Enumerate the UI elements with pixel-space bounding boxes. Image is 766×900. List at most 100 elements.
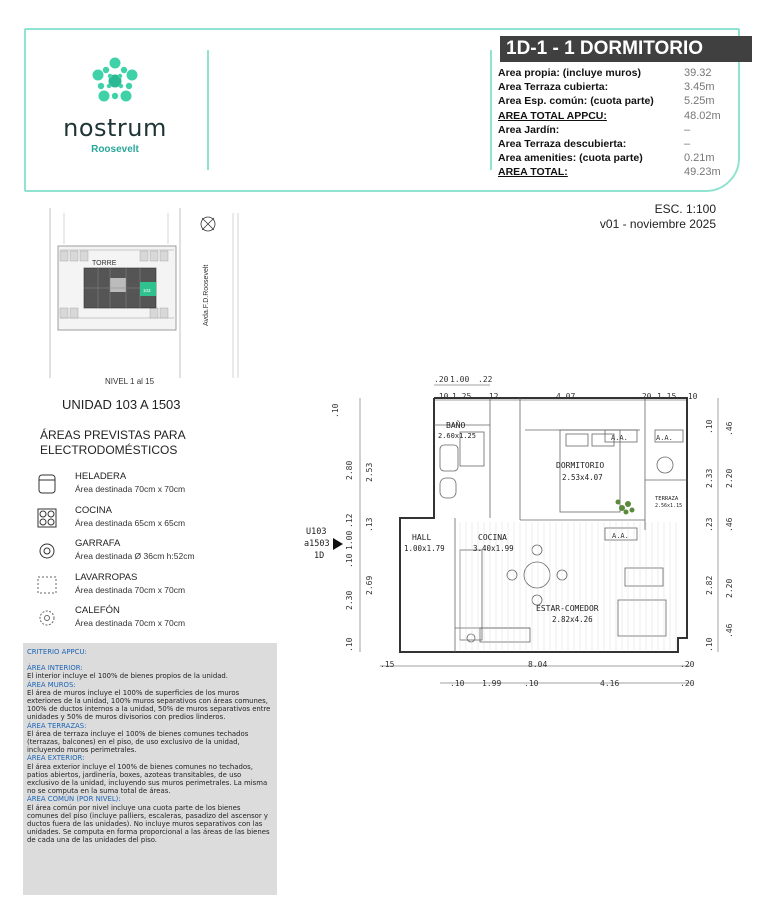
- entrance-arrow-icon: [333, 538, 343, 550]
- keyplan-torre-label: TORRE: [92, 260, 117, 267]
- dimension-label: .10: [524, 679, 539, 688]
- area-label: Area Esp. común: (cuota parte): [498, 95, 654, 108]
- aa-label: A.A.: [656, 434, 673, 442]
- area-row: Area Esp. común: (cuota parte) 5.25m: [498, 95, 738, 109]
- criteria-heading: ÁREA COMÚN (POR NIVEL):: [27, 795, 121, 804]
- dimension-label: 1.00: [345, 531, 354, 550]
- heater-icon: [36, 607, 58, 629]
- dimension-label: 2.30: [345, 591, 354, 610]
- dimension-label: .23: [705, 517, 714, 532]
- version-label: v01 - noviembre 2025: [599, 217, 716, 231]
- dimension-label: .10: [705, 419, 714, 434]
- area-label: AREA TOTAL:: [498, 166, 568, 179]
- keyplan-unit-tag: 103: [143, 288, 151, 293]
- scale-block: ESC. 1:100 v01 - noviembre 2025: [600, 202, 716, 232]
- room-name: BAÑO: [446, 420, 465, 430]
- area-row: Area amenities: (cuota parte)0.21m: [498, 152, 738, 166]
- dimension-label: 1.99: [482, 679, 501, 688]
- criteria-heading: ÁREA TERRAZAS:: [27, 721, 87, 730]
- dimension-label: .13: [365, 517, 374, 532]
- area-row: Area Terraza descubierta: –: [498, 138, 738, 152]
- area-label: Area Terraza descubierta:: [498, 137, 627, 150]
- dimension-label: 2.20: [725, 469, 734, 488]
- plant-icon: [615, 499, 635, 515]
- dimension-label: 2.53: [365, 463, 374, 482]
- header-divider: [490, 50, 492, 170]
- dimension-label: .20: [637, 392, 652, 401]
- brand-logo: nostrum Roosevelt: [40, 52, 190, 162]
- area-row: Area Jardín:–: [498, 124, 738, 138]
- room-dims: 2.60x1.25: [438, 432, 476, 440]
- area-value: –: [684, 137, 691, 150]
- area-value: 5.25m: [684, 95, 715, 108]
- criteria-heading: ÁREA INTERIOR:: [27, 664, 83, 673]
- room-name: COCINA: [478, 533, 507, 542]
- room-dims: 2.53x4.07: [562, 473, 603, 482]
- criteria-text: El interior incluye el 100% de bienes pr…: [27, 672, 228, 681]
- unit-ref: a1503: [304, 539, 330, 549]
- unit-title: 1D-1 - 1 DORMITORIO: [500, 36, 752, 62]
- floor-plan: A.A. A.A. A.A. BAÑO 2.60x1.25 DORMITORIO…: [300, 370, 750, 690]
- header-divider: [207, 50, 209, 170]
- area-value: 49.23m: [684, 166, 721, 179]
- area-value: 39.32: [684, 67, 712, 79]
- washer-icon: [36, 574, 58, 596]
- criteria-heading: ÁREA MUROS:: [27, 680, 76, 689]
- street-label: Avda.F.D.Roosevelt: [203, 265, 210, 326]
- fridge-icon: [36, 473, 58, 495]
- aa-label: A.A.: [612, 532, 629, 540]
- appliance-name: LAVARROPAS: [75, 571, 138, 583]
- brand-name: nostrum: [63, 114, 167, 142]
- gas-cylinder-icon: [36, 540, 58, 562]
- unit-ref: 1D: [314, 551, 324, 561]
- criteria-title: CRITERIO APPCU:: [27, 648, 87, 656]
- dimension-label: 4.16: [600, 679, 619, 688]
- aa-label: A.A.: [611, 434, 628, 442]
- unit-ref: U103: [306, 527, 326, 537]
- dimension-label: .20: [680, 679, 695, 688]
- dimension-label: .12: [345, 513, 354, 528]
- appliance-desc: Área destinada 70cm x 70cm: [75, 618, 186, 628]
- criteria-box: CRITERIO APPCU: ÁREA INTERIOR:El interio…: [23, 643, 277, 895]
- appliances-title-line: ELECTRODOMÉSTICOS: [40, 443, 178, 457]
- dimension-label: 1.25: [452, 392, 471, 401]
- dimension-label: .20: [434, 375, 449, 384]
- dimension-label: .46: [725, 421, 734, 436]
- dimension-label: .10: [331, 403, 340, 418]
- area-value: –: [684, 123, 691, 136]
- room-dims: 2.82x4.26: [552, 615, 593, 624]
- dimension-label: 2.20: [725, 579, 734, 598]
- room-dims: 1.00x1.79: [404, 544, 445, 553]
- appliance-desc: Área destinada 70cm x 70cm: [75, 584, 186, 595]
- appliances-title: ÁREAS PREVISTAS PARA ELECTRODOMÉSTICOS: [40, 428, 210, 458]
- room-name: DORMITORIO: [556, 461, 604, 470]
- dimension-label: 1.15: [657, 392, 676, 401]
- room-name: ESTAR-COMEDOR: [536, 604, 599, 613]
- brand-subtitle: Roosevelt: [91, 144, 139, 155]
- area-row: Area propia: (incluye muros)39.32: [498, 67, 738, 81]
- appliance-name: CALEFÓN: [75, 605, 120, 616]
- appliances-title-line: ÁREAS PREVISTAS PARA: [40, 428, 186, 442]
- dimension-label: .10: [705, 637, 714, 652]
- dimension-label: .10: [434, 392, 449, 401]
- dimension-label: 2.82: [705, 576, 714, 595]
- area-value: 0.21m: [684, 152, 715, 165]
- room-name: TERRAZA: [655, 496, 679, 502]
- logo-icon: [92, 57, 138, 102]
- appliance-desc: Área destinada Ø 36cm h:52cm: [75, 551, 195, 561]
- dimension-label: .15: [380, 660, 395, 669]
- area-row: Area Terraza cubierta:3.45m: [498, 81, 738, 95]
- dimension-label: .46: [725, 623, 734, 638]
- dimension-label: .46: [725, 517, 734, 532]
- dimension-label: .10: [683, 392, 698, 401]
- dimension-label: .12: [484, 392, 499, 401]
- appliance-name: COCINA: [75, 504, 112, 516]
- room-dims: 3.40x1.99: [473, 544, 514, 553]
- criteria-text: El área de muros incluye el 100% de supe…: [27, 688, 271, 722]
- dimension-label: .10: [450, 679, 465, 688]
- header-frame: [24, 28, 740, 192]
